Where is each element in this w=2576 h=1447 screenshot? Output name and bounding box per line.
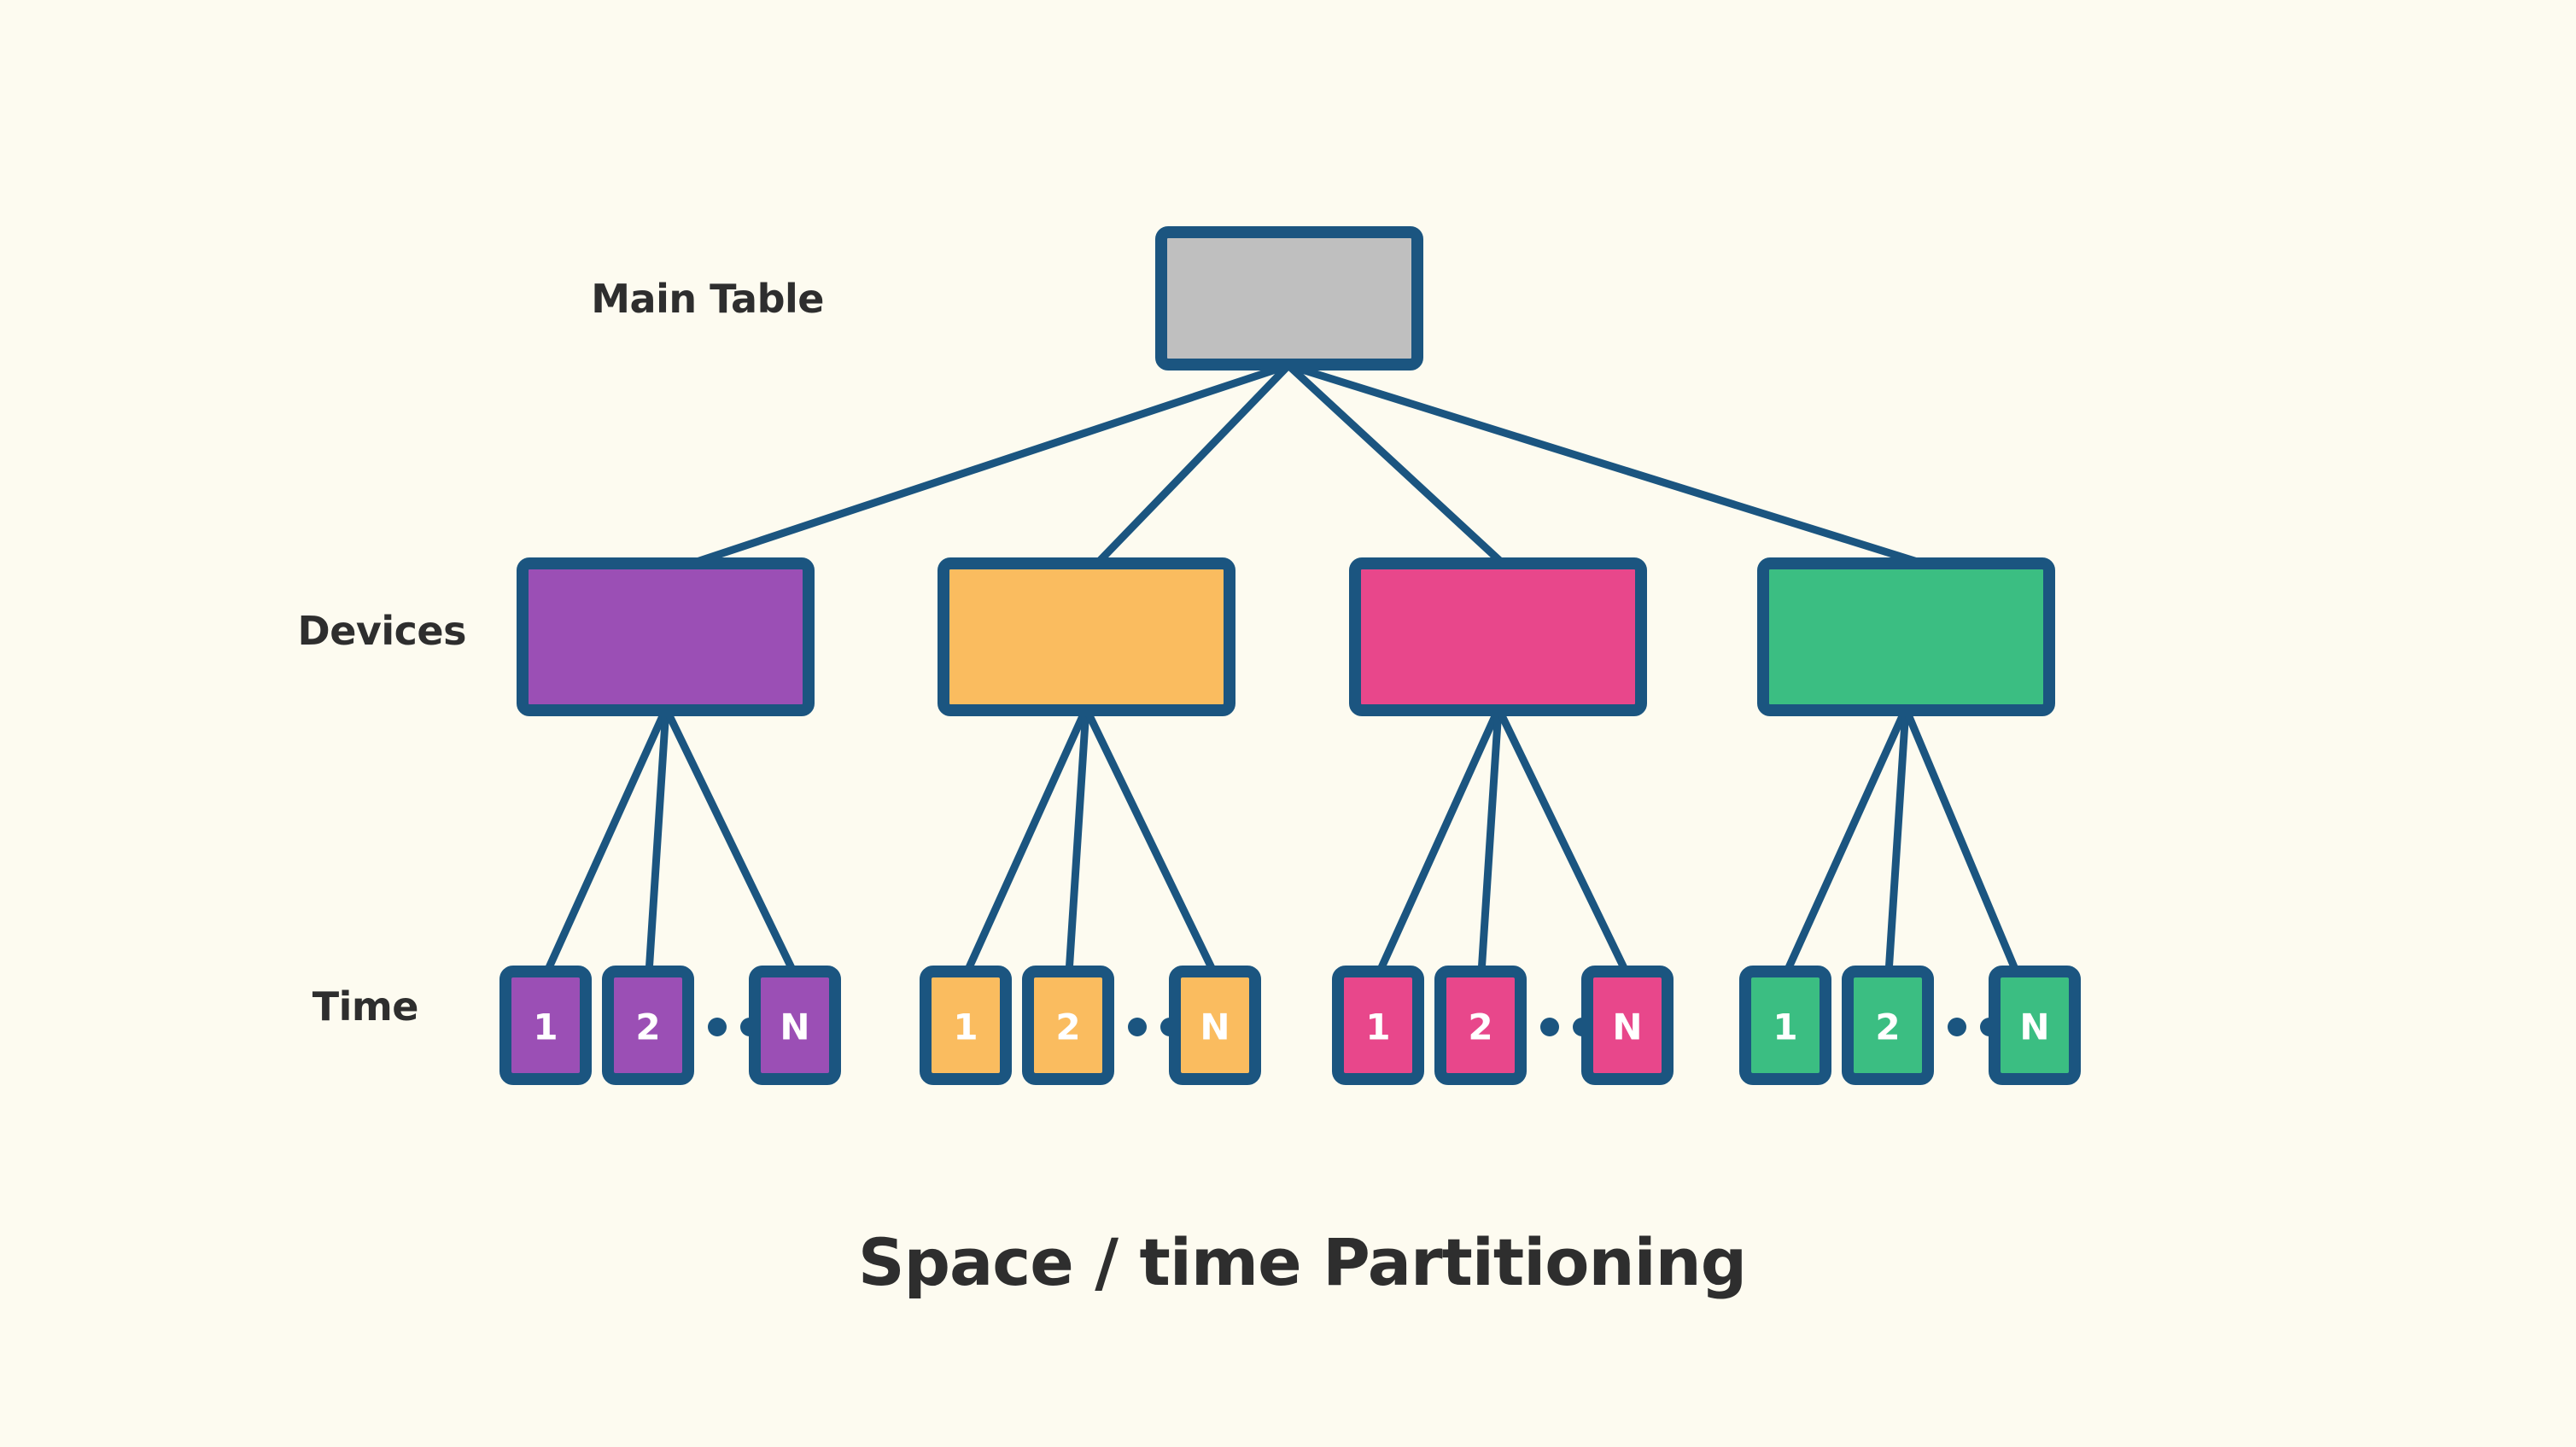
connector-device-1-part-2	[645, 704, 670, 977]
connector-device-4-part-3	[1901, 704, 2021, 977]
time-box-device-2-part-1[interactable]	[920, 966, 1012, 1085]
connector-device-3-part-1	[1375, 704, 1503, 977]
diagram-caption: Space / time Partitioning	[858, 1224, 1746, 1300]
time-box-device-4-part-3[interactable]	[1989, 966, 2081, 1085]
row-label-devices: Devices	[298, 608, 466, 654]
node-device-4[interactable]	[1757, 557, 2055, 716]
node-device-2[interactable]	[938, 557, 1235, 716]
connector-root-device-3	[1284, 361, 1507, 568]
row-label-time: Time	[313, 983, 418, 1030]
time-box-device-4-part-2[interactable]	[1842, 966, 1934, 1085]
time-box-device-2-part-3[interactable]	[1169, 966, 1261, 1085]
connector-device-4-part-2	[1884, 704, 1910, 977]
time-group-device-2: 1 2 N	[920, 966, 1261, 1085]
root-to-device-connectors	[687, 361, 1927, 568]
row-label-main-table: Main Table	[591, 276, 824, 322]
connector-device-1-part-3	[662, 704, 798, 977]
time-group-device-1: 1 2 N	[499, 966, 841, 1085]
time-label-device-1-part-1: 1	[533, 1006, 558, 1048]
connector-root-device-1	[687, 361, 1293, 568]
time-box-device-3-part-3[interactable]	[1581, 966, 1674, 1085]
time-box-device-2-part-2[interactable]	[1022, 966, 1114, 1085]
time-label-device-3-part-3: N	[1612, 1006, 1642, 1048]
node-device-3[interactable]	[1349, 557, 1647, 716]
connector-device-4-part-1	[1782, 704, 1910, 977]
time-label-device-3-part-1: 1	[1365, 1006, 1390, 1048]
device-2-box[interactable]	[938, 557, 1235, 716]
time-label-device-1-part-2: 2	[635, 1006, 660, 1048]
time-group-device-4: 1 2 N	[1739, 966, 2081, 1085]
time-box-device-3-part-1[interactable]	[1332, 966, 1424, 1085]
time-box-device-3-part-2[interactable]	[1434, 966, 1527, 1085]
time-label-device-1-part-3: N	[780, 1006, 809, 1048]
time-label-device-4-part-1: 1	[1773, 1006, 1797, 1048]
connector-device-2-part-1	[962, 704, 1090, 977]
node-main-table[interactable]	[1155, 226, 1423, 371]
time-label-device-4-part-2: 2	[1875, 1006, 1900, 1048]
time-label-device-3-part-2: 2	[1468, 1006, 1492, 1048]
connector-root-device-4	[1284, 361, 1927, 568]
time-label-device-2-part-2: 2	[1055, 1006, 1080, 1048]
connector-device-3-part-2	[1477, 704, 1503, 977]
connector-root-device-2	[1093, 361, 1293, 568]
time-box-device-1-part-3[interactable]	[749, 966, 841, 1085]
time-label-device-2-part-3: N	[1200, 1006, 1230, 1048]
device-4-box[interactable]	[1757, 557, 2055, 716]
time-box-device-1-part-2[interactable]	[602, 966, 694, 1085]
time-box-device-1-part-1[interactable]	[499, 966, 592, 1085]
connector-device-2-part-2	[1065, 704, 1090, 977]
node-device-1[interactable]	[517, 557, 815, 716]
connector-device-1-part-1	[542, 704, 670, 977]
device-to-time-connectors	[542, 704, 2021, 977]
time-box-device-4-part-1[interactable]	[1739, 966, 1831, 1085]
time-label-device-2-part-1: 1	[953, 1006, 978, 1048]
time-label-device-4-part-3: N	[2019, 1006, 2049, 1048]
device-1-box[interactable]	[517, 557, 815, 716]
connector-device-3-part-3	[1494, 704, 1631, 977]
main-table-box[interactable]	[1155, 226, 1423, 371]
time-group-device-3: 1 2 N	[1332, 966, 1674, 1085]
device-3-box[interactable]	[1349, 557, 1647, 716]
connector-device-2-part-3	[1082, 704, 1218, 977]
